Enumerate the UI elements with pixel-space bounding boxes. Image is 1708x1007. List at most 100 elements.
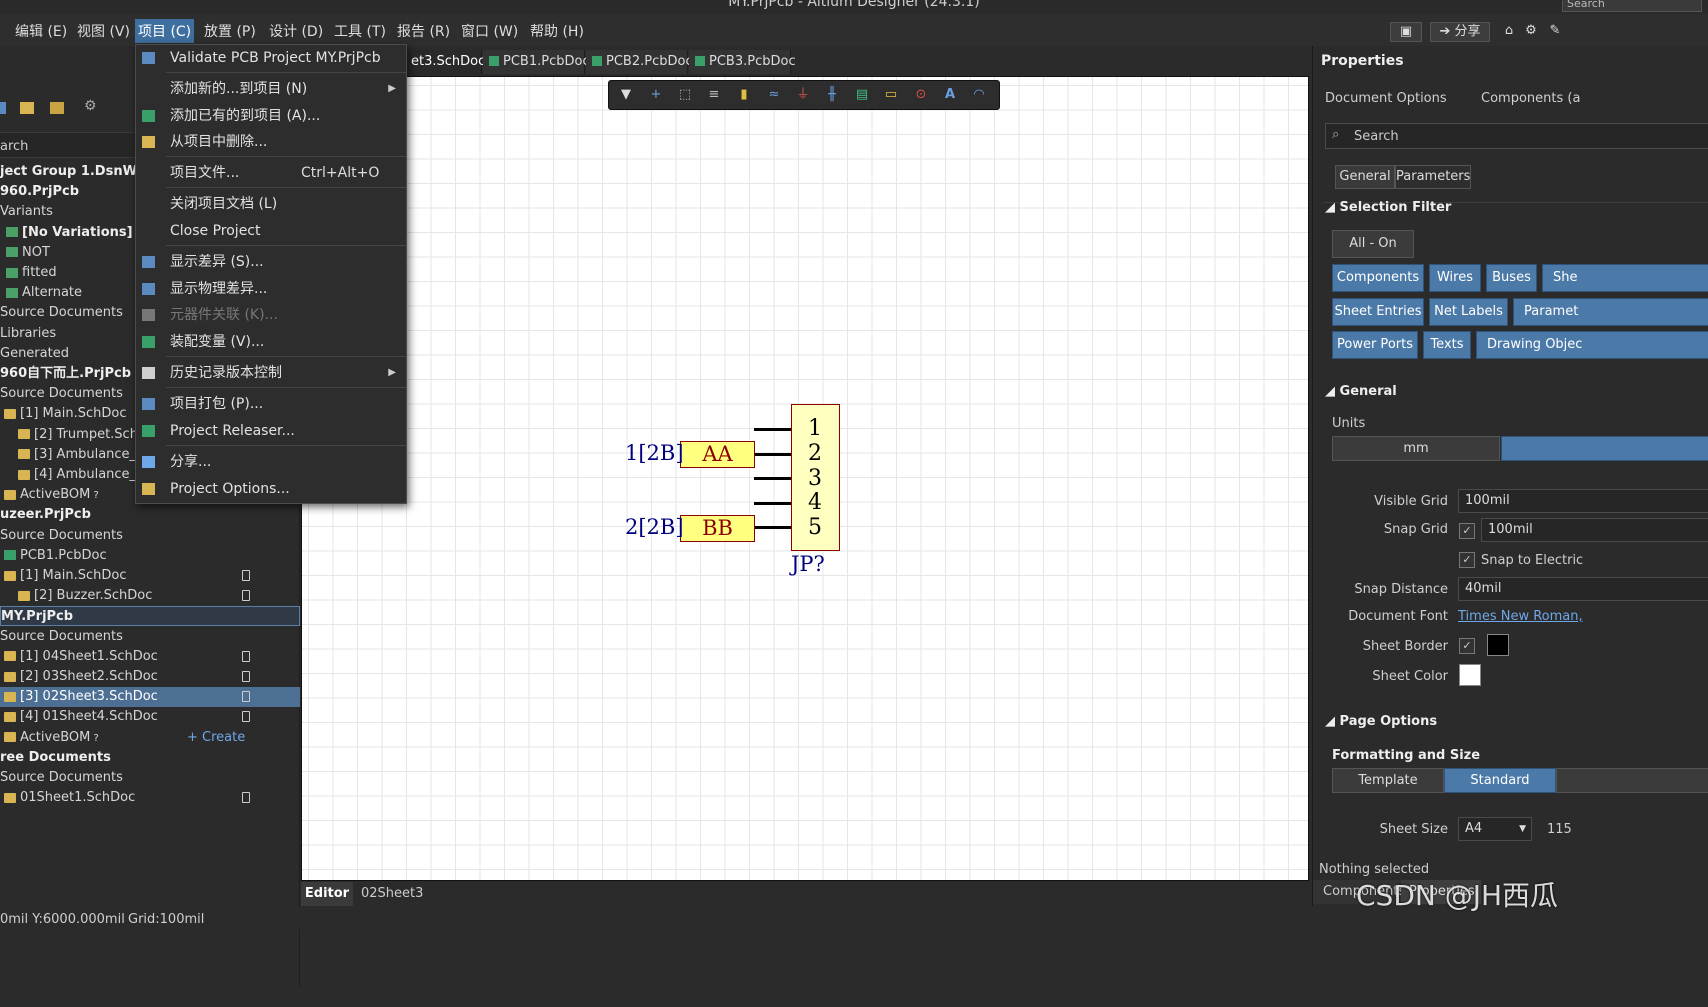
port-bb[interactable]: BB — [680, 515, 755, 542]
menu-item[interactable]: 关闭项目文档 (L) — [136, 191, 406, 217]
snap-electric-checkbox[interactable]: ✓ — [1459, 552, 1475, 568]
gear-icon[interactable]: ⚙ — [84, 98, 97, 114]
editor-tab[interactable]: Editor — [301, 882, 353, 906]
crosshair-icon[interactable]: + — [650, 87, 662, 102]
menu-item[interactable]: 添加新的...到项目 (N)▶ — [136, 76, 406, 102]
snap-grid-checkbox[interactable]: ✓ — [1459, 523, 1475, 539]
menu-item[interactable]: Close Project — [136, 218, 406, 244]
menu-view[interactable]: 视图 (V) — [77, 24, 130, 40]
text-icon[interactable]: A — [944, 87, 956, 102]
tree-item[interactable]: 01Sheet1.SchDoc — [0, 788, 300, 808]
home-icon[interactable]: ⌂ — [1504, 23, 1514, 38]
filter-parameters[interactable]: Paramet — [1513, 298, 1708, 326]
menu-item[interactable]: 历史记录版本控制▶ — [136, 360, 406, 386]
align-icon[interactable]: ≡ — [708, 87, 720, 102]
template-button[interactable]: Template — [1332, 768, 1444, 793]
tree-item[interactable]: [3] 02Sheet3.SchDoc — [0, 687, 300, 708]
tree-item[interactable]: Source Documents — [0, 526, 300, 546]
tree-item[interactable]: Libraries — [0, 324, 300, 344]
sheet-border-color[interactable] — [1487, 634, 1509, 656]
gear-icon[interactable]: ⚙ — [1525, 23, 1537, 38]
filter-components[interactable]: Components — [1332, 264, 1424, 292]
filter-icon[interactable]: ▼ — [621, 87, 631, 102]
sheet-size-select[interactable]: A4▼ — [1458, 817, 1532, 841]
menu-design[interactable]: 设计 (D) — [269, 24, 324, 40]
menu-item[interactable]: 显示差异 (S)... — [136, 249, 406, 275]
menu-edit[interactable]: 编辑 (E) — [15, 24, 68, 40]
directive-icon[interactable]: ⊙ — [915, 87, 927, 102]
menu-reports[interactable]: 报告 (R) — [397, 24, 451, 40]
visible-grid-field[interactable]: 100mil — [1458, 489, 1708, 513]
tree-item[interactable]: [2] Buzzer.SchDoc — [0, 586, 300, 606]
all-on-button[interactable]: All - On — [1332, 230, 1414, 258]
tree-item[interactable]: uzeer.PrjPcb — [0, 505, 300, 525]
tree-item[interactable]: [2] Trumpet.SchDc — [0, 425, 300, 445]
filter-drawing-objects[interactable]: Drawing Objec — [1476, 331, 1708, 359]
component-designator[interactable]: JP? — [791, 552, 825, 576]
tab-sheet3[interactable]: et3.SchDoc ▼ — [405, 50, 496, 74]
tab-pcb1[interactable]: PCB1.PcbDoc — [483, 50, 590, 74]
sheet-tab[interactable]: 02Sheet3 — [361, 886, 424, 901]
filter-sheet-entries[interactable]: Sheet Entries — [1332, 298, 1424, 326]
menu-window[interactable]: 窗口 (W) — [461, 24, 519, 40]
tree-item[interactable]: ject Group 1.DsnWrk — [0, 162, 300, 182]
menu-item[interactable]: 项目打包 (P)... — [136, 391, 406, 417]
filter-buses[interactable]: Buses — [1486, 264, 1537, 292]
filter-sheet-symbols[interactable]: She — [1542, 264, 1708, 292]
tree-item[interactable]: Source Documents — [0, 768, 300, 788]
title-search-input[interactable]: Search — [1562, 0, 1702, 12]
folder-settings-icon[interactable] — [50, 102, 64, 114]
select-rect-icon[interactable]: ⬚ — [678, 87, 692, 102]
port-aa[interactable]: AA — [680, 441, 755, 468]
arc-icon[interactable]: ◠ — [973, 87, 985, 102]
tree-item[interactable]: Source Documents — [0, 303, 300, 323]
properties-search-input[interactable]: ⌕ Search — [1325, 123, 1708, 149]
tree-item[interactable]: Source Documents — [0, 384, 300, 404]
filter-wires[interactable]: Wires — [1429, 264, 1481, 292]
refresh-icon[interactable] — [0, 102, 6, 114]
tree-item[interactable]: [1] Main.SchDoc — [0, 566, 300, 586]
part-icon[interactable]: ▮ — [740, 87, 748, 102]
tree-item[interactable]: ActiveBOM ? — [0, 485, 300, 505]
tree-item[interactable]: [No Variations] — [0, 223, 300, 243]
wire-icon[interactable]: ≈ — [768, 87, 780, 102]
pin-4-line[interactable] — [754, 502, 791, 505]
selection-filter-header[interactable]: ◢ Selection Filter — [1325, 200, 1452, 215]
pin-5-line[interactable] — [754, 526, 791, 529]
document-font-link[interactable]: Times New Roman, — [1458, 609, 1583, 624]
menu-item[interactable]: 项目文件...Ctrl+Alt+O — [136, 160, 406, 186]
tree-item[interactable]: ree Documents — [0, 748, 300, 768]
tree-item[interactable]: MY.PrjPcb — [0, 606, 300, 627]
menu-item[interactable]: Project Options... — [136, 476, 406, 502]
tab-parameters[interactable]: Parameters — [1395, 165, 1471, 189]
menu-tools[interactable]: 工具 (T) — [334, 24, 386, 40]
menu-item[interactable]: Project Releaser... — [136, 418, 406, 444]
filter-power-ports[interactable]: Power Ports — [1332, 331, 1418, 359]
menu-item[interactable]: 添加已有的到项目 (A)... — [136, 103, 406, 129]
tab-general[interactable]: General — [1335, 165, 1395, 189]
pin-2-line[interactable] — [754, 453, 791, 456]
net-label-1[interactable]: 1[2B] — [625, 441, 684, 465]
filter-net-labels[interactable]: Net Labels — [1429, 298, 1508, 326]
sheet-border-checkbox[interactable]: ✓ — [1459, 638, 1475, 654]
standard-button[interactable]: Standard — [1444, 768, 1556, 793]
menu-help[interactable]: 帮助 (H) — [530, 24, 584, 40]
tree-item[interactable]: 960.PrjPcb — [0, 182, 300, 202]
tab-pcb3[interactable]: PCB3.PcbDoc — [689, 50, 796, 74]
bottom-tab-properties[interactable]: Properties — [1401, 880, 1481, 904]
tree-item[interactable]: ActiveBOM ?+ Create — [0, 728, 300, 748]
units-mm-button[interactable]: mm — [1332, 436, 1500, 461]
pin-1-line[interactable] — [754, 428, 791, 431]
tree-item[interactable]: Variants — [0, 202, 300, 222]
notifications-icon[interactable]: ▣ — [1390, 22, 1422, 42]
menu-item[interactable]: 显示物理差异... — [136, 276, 406, 302]
components-filter-label[interactable]: Components (a — [1481, 91, 1581, 106]
tree-item[interactable]: Generated — [0, 344, 300, 364]
filter-texts[interactable]: Texts — [1423, 331, 1471, 359]
snap-grid-field[interactable]: 100mil — [1481, 518, 1708, 542]
tree-item[interactable]: 960自下而上.PrjPcb — [0, 364, 300, 384]
sheet-color-swatch[interactable] — [1459, 664, 1481, 686]
tree-item[interactable]: [1] Main.SchDoc — [0, 404, 300, 424]
pin-3-line[interactable] — [754, 477, 791, 480]
tree-item[interactable]: Alternate — [0, 283, 300, 303]
